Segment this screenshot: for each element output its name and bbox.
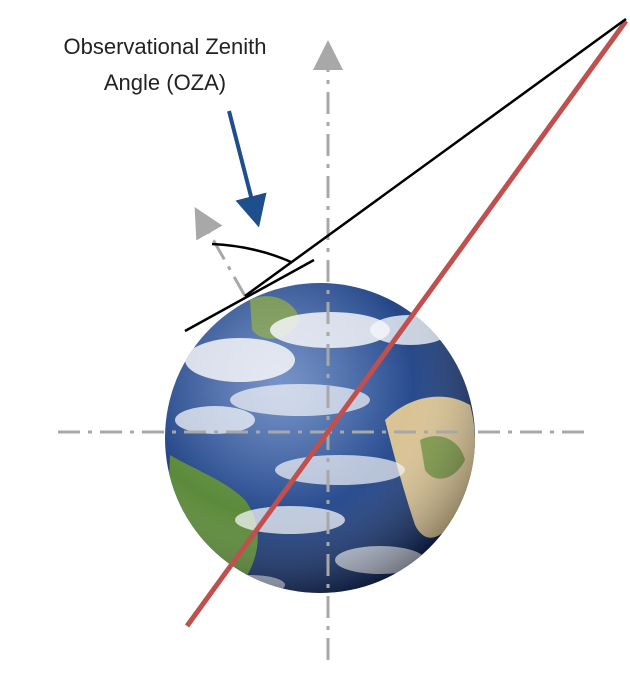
oza-label-line2: Angle (OZA) [103, 70, 227, 95]
earth-globe-icon [165, 283, 475, 593]
angle-arc [211, 242, 292, 264]
sight-geometry [184, 17, 627, 333]
nadir-line [184, 19, 629, 628]
sight-line [244, 17, 627, 298]
center-axes [58, 40, 588, 660]
local-zenith-axis [194, 206, 247, 297]
oza-label-line1: Observational Zenith [63, 34, 267, 59]
pointer-arrow-icon [227, 110, 267, 228]
tangent-line [184, 258, 315, 333]
